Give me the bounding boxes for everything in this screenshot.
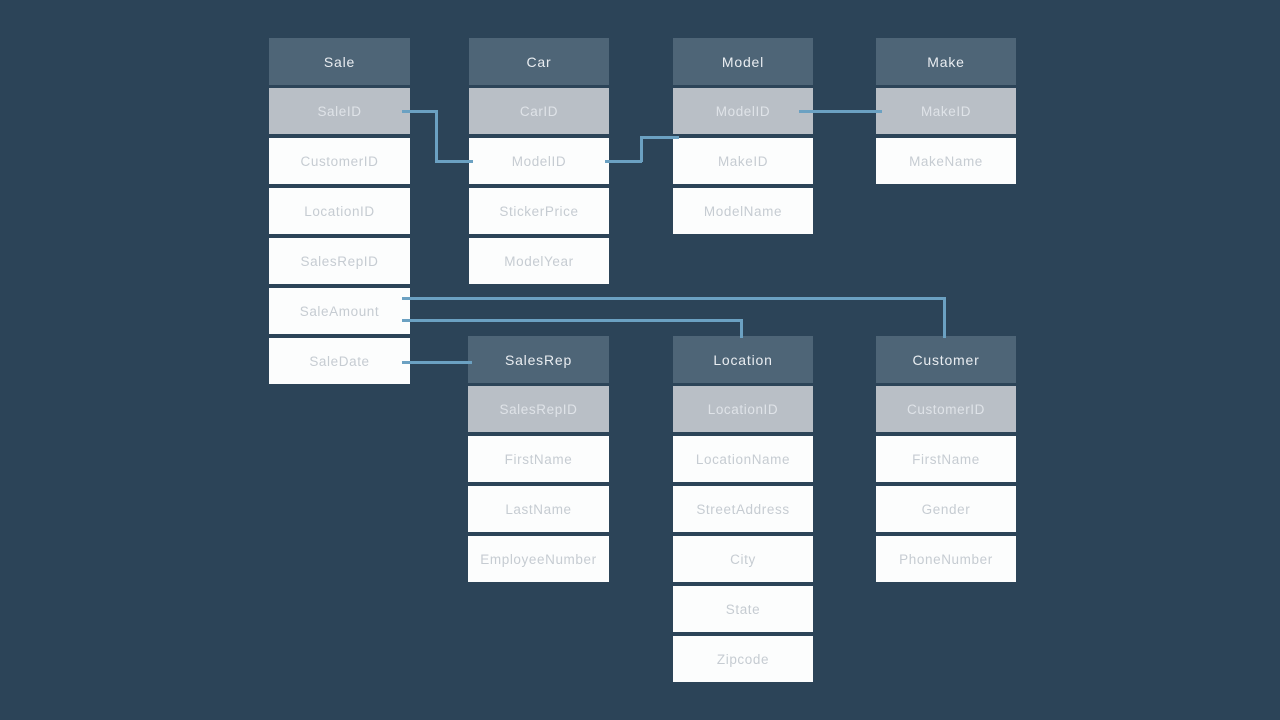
field-row: Gender <box>876 486 1016 532</box>
connector-sale-to-customer <box>402 297 945 300</box>
primary-key-row: MakeID <box>876 88 1016 134</box>
table-header: Make <box>876 38 1016 85</box>
primary-key-row: ModelID <box>673 88 813 134</box>
primary-key-row: SalesRepID <box>468 386 609 432</box>
table-header: Sale <box>269 38 410 85</box>
connector-sale-saleid-to-car-modelid <box>435 110 438 162</box>
field-row: FirstName <box>468 436 609 482</box>
field-row: MakeName <box>876 138 1016 184</box>
table-header: Model <box>673 38 813 85</box>
table-header: Customer <box>876 336 1016 383</box>
connector-sale-to-location <box>740 319 743 338</box>
primary-key-row: SaleID <box>269 88 410 134</box>
field-row: SalesRepID <box>269 238 410 284</box>
primary-key-row: LocationID <box>673 386 813 432</box>
primary-key-row: CarID <box>469 88 609 134</box>
connector-sale-saleid-to-car-modelid <box>435 160 473 163</box>
field-row: Zipcode <box>673 636 813 682</box>
connector-sale-to-customer <box>943 297 946 338</box>
table-header: Location <box>673 336 813 383</box>
field-row: SaleAmount <box>269 288 410 334</box>
field-row: CustomerID <box>269 138 410 184</box>
field-row: MakeID <box>673 138 813 184</box>
connector-sale-saledate-to-salesrep <box>402 361 472 364</box>
field-row: LastName <box>468 486 609 532</box>
connector-car-modelid-to-model-modelid <box>605 160 642 163</box>
connector-car-modelid-to-model-modelid <box>640 136 679 139</box>
field-row: FirstName <box>876 436 1016 482</box>
field-row: StickerPrice <box>469 188 609 234</box>
connector-car-modelid-to-model-modelid <box>640 136 643 162</box>
field-row: ModelName <box>673 188 813 234</box>
field-row: City <box>673 536 813 582</box>
field-row: SaleDate <box>269 338 410 384</box>
field-row: LocationID <box>269 188 410 234</box>
field-row: ModelID <box>469 138 609 184</box>
connector-sale-to-location <box>402 319 742 322</box>
field-row: State <box>673 586 813 632</box>
field-row: LocationName <box>673 436 813 482</box>
table-header: SalesRep <box>468 336 609 383</box>
field-row: StreetAddress <box>673 486 813 532</box>
connector-sale-saleid-to-car-modelid <box>402 110 437 113</box>
field-row: ModelYear <box>469 238 609 284</box>
connector-model-modelid-to-make-makeid <box>799 110 882 113</box>
table-header: Car <box>469 38 609 85</box>
primary-key-row: CustomerID <box>876 386 1016 432</box>
field-row: EmployeeNumber <box>468 536 609 582</box>
field-row: PhoneNumber <box>876 536 1016 582</box>
